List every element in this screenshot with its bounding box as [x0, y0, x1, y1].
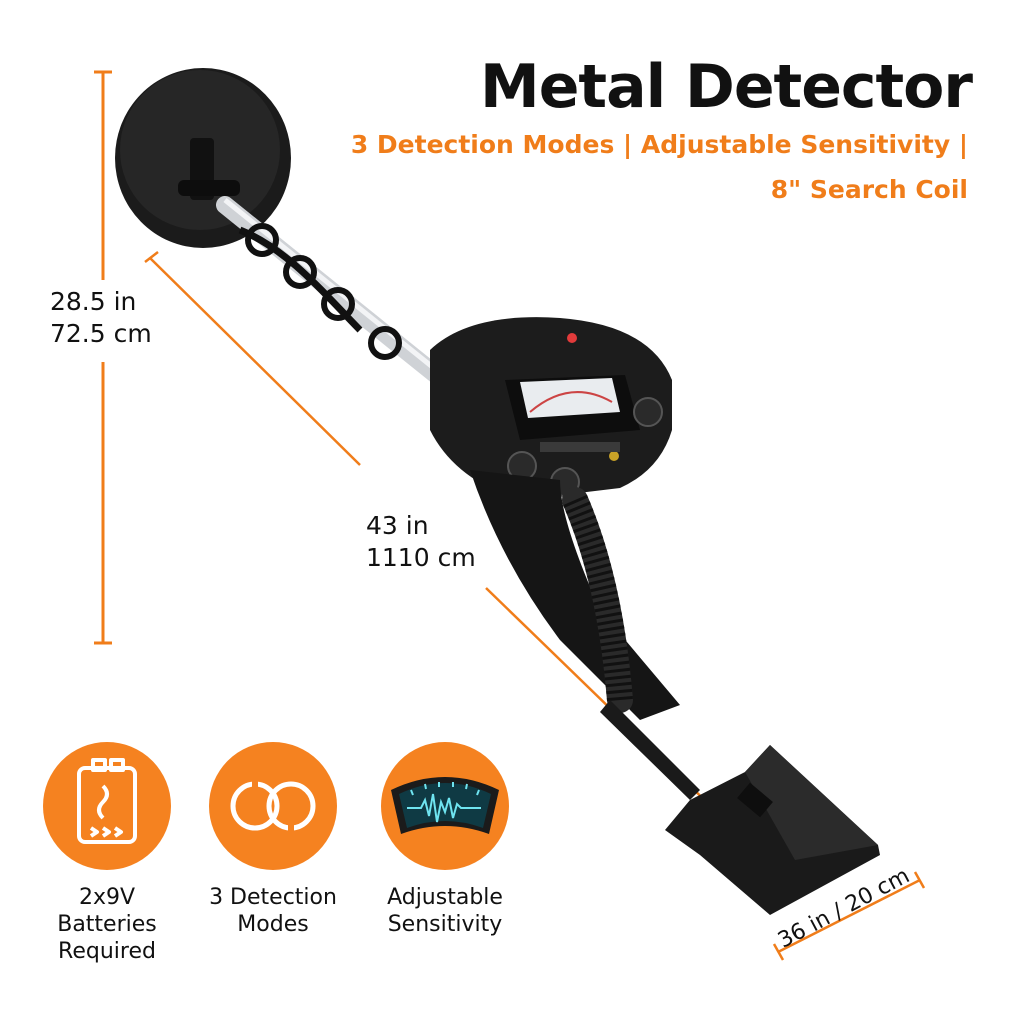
- subtitle-features: 3 Detection Modes | Adjustable Sensitivi…: [350, 130, 968, 159]
- length-dimension-label: 43 in 1110 cm: [366, 510, 476, 574]
- detection-modes-icon: [230, 780, 316, 832]
- search-coil: [115, 68, 291, 248]
- feature-batteries: 2x9V Batteries Required: [22, 742, 192, 965]
- modes-badge: [209, 742, 337, 870]
- feature-sensitivity-label: Adjustable Sensitivity: [360, 884, 530, 938]
- length-inches: 43 in: [366, 511, 429, 540]
- handle-assembly: [470, 470, 700, 800]
- batteries-line3: Required: [58, 939, 156, 964]
- sensitivity-badge: [381, 742, 509, 870]
- modes-line2: Modes: [237, 912, 309, 937]
- modes-line1: 3 Detection: [209, 885, 337, 910]
- height-dimension-label: 28.5 in 72.5 cm: [50, 286, 152, 350]
- batteries-line1: 2x9V: [78, 885, 136, 910]
- feature-batteries-label: 2x9V Batteries Required: [22, 884, 192, 965]
- batteries-line2: Batteries: [57, 912, 157, 937]
- height-inches: 28.5 in: [50, 287, 137, 316]
- detector-shaft: [216, 196, 449, 387]
- feature-sensitivity: Adjustable Sensitivity: [360, 742, 530, 938]
- height-dimension-line: [94, 70, 112, 645]
- sensitivity-line1: Adjustable: [387, 885, 503, 910]
- sensitivity-line2: Sensitivity: [387, 912, 503, 937]
- feature-modes-label: 3 Detection Modes: [188, 884, 358, 938]
- length-centimeters: 1110 cm: [366, 543, 476, 572]
- sensitivity-meter-icon: [391, 777, 499, 834]
- control-box: [430, 317, 672, 500]
- page-title: Metal Detector: [480, 52, 973, 122]
- battery-badge: [43, 742, 171, 870]
- feature-detection-modes: 3 Detection Modes: [188, 742, 358, 938]
- battery-icon: [77, 758, 137, 844]
- height-centimeters: 72.5 cm: [50, 319, 152, 348]
- stand-dimension-line: [772, 871, 926, 961]
- arm-cuff: [665, 745, 880, 915]
- subtitle-coil: 8" Search Coil: [770, 175, 968, 204]
